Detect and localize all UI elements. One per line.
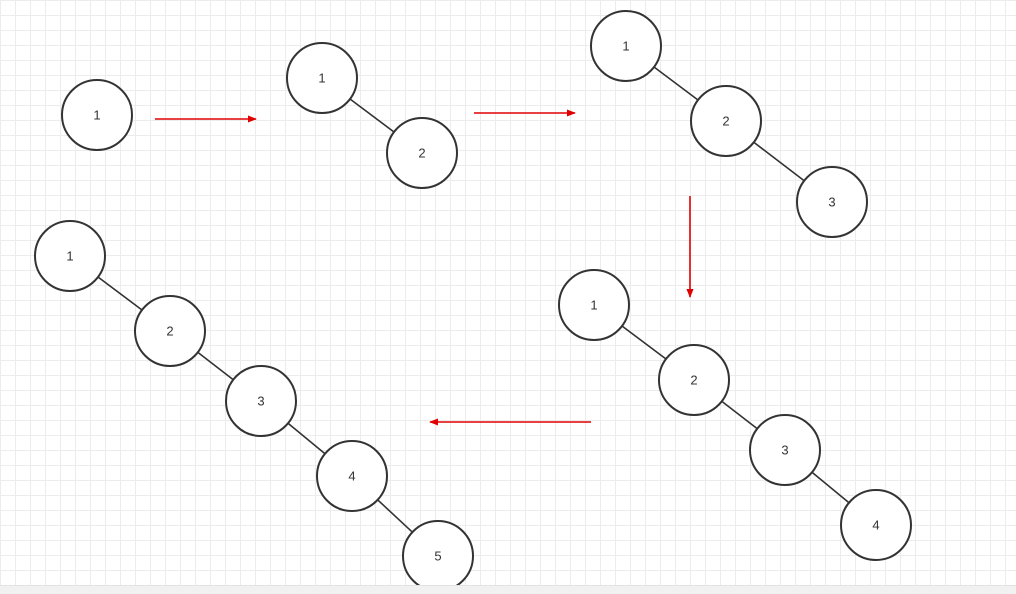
tree-node-step2-2: 2: [386, 117, 458, 189]
tree-node-step3-3: 3: [796, 166, 868, 238]
tree-edge-step5-3-4: [287, 422, 326, 455]
node-circle: [558, 269, 630, 341]
tree-edge-step4-1-2: [621, 325, 667, 360]
node-circle: [658, 344, 730, 416]
tree-node-step3-2: 2: [690, 85, 762, 157]
node-circle: [796, 166, 868, 238]
tree-node-step5-1: 1: [34, 220, 106, 292]
node-label: 3: [781, 443, 788, 458]
node-label: 3: [257, 394, 264, 409]
tree-edge-step4-3-4: [811, 471, 850, 504]
tree-node-step5-4: 4: [316, 440, 388, 512]
tree-edges: [97, 66, 850, 533]
tree-edge-step3-1-2: [653, 66, 699, 101]
node-label: 2: [722, 114, 729, 129]
node-label: 1: [622, 39, 629, 54]
node-label: 1: [318, 71, 325, 86]
tree-edge-step2-1-2: [349, 98, 395, 133]
tree-node-step4-3: 3: [749, 414, 821, 486]
node-label: 2: [166, 324, 173, 339]
node-label: 1: [590, 298, 597, 313]
node-circle: [225, 365, 297, 437]
tree-node-step2-1: 1: [286, 42, 358, 114]
node-label: 4: [872, 518, 879, 533]
node-label: 4: [348, 469, 355, 484]
node-circle: [316, 440, 388, 512]
node-circle: [749, 414, 821, 486]
canvas-bottom-bar: [0, 585, 1016, 594]
node-circle: [61, 79, 133, 151]
tree-node-step4-2: 2: [658, 344, 730, 416]
tree-node-step5-3: 3: [225, 365, 297, 437]
node-circle: [34, 220, 106, 292]
node-circle: [134, 295, 206, 367]
node-label: 3: [828, 195, 835, 210]
tree-node-step5-2: 2: [134, 295, 206, 367]
node-circle: [840, 489, 912, 561]
node-circle: [690, 85, 762, 157]
node-label: 5: [434, 549, 441, 564]
tree-edge-step5-2-3: [197, 351, 234, 381]
node-label: 2: [418, 146, 425, 161]
node-label: 1: [66, 249, 73, 264]
tree-nodes: 1 1 2 1 2 3 1 2 3 4 1 2 3 4 5: [34, 10, 912, 592]
tree-edge-step5-1-2: [97, 276, 143, 311]
tree-edge-step5-4-5: [377, 499, 413, 533]
tree-edge-step4-2-3: [721, 400, 758, 430]
node-label: 2: [690, 373, 697, 388]
tree-node-step3-1: 1: [590, 10, 662, 82]
flow-arrows: [155, 109, 694, 426]
tree-node-step1-1: 1: [61, 79, 133, 151]
node-circle: [386, 117, 458, 189]
tree-node-step4-4: 4: [840, 489, 912, 561]
tree-node-step4-1: 1: [558, 269, 630, 341]
node-label: 1: [93, 108, 100, 123]
node-circle: [590, 10, 662, 82]
tree-node-step5-5: 5: [402, 520, 474, 592]
tree-edge-step3-2-3: [753, 141, 805, 182]
node-circle: [286, 42, 358, 114]
